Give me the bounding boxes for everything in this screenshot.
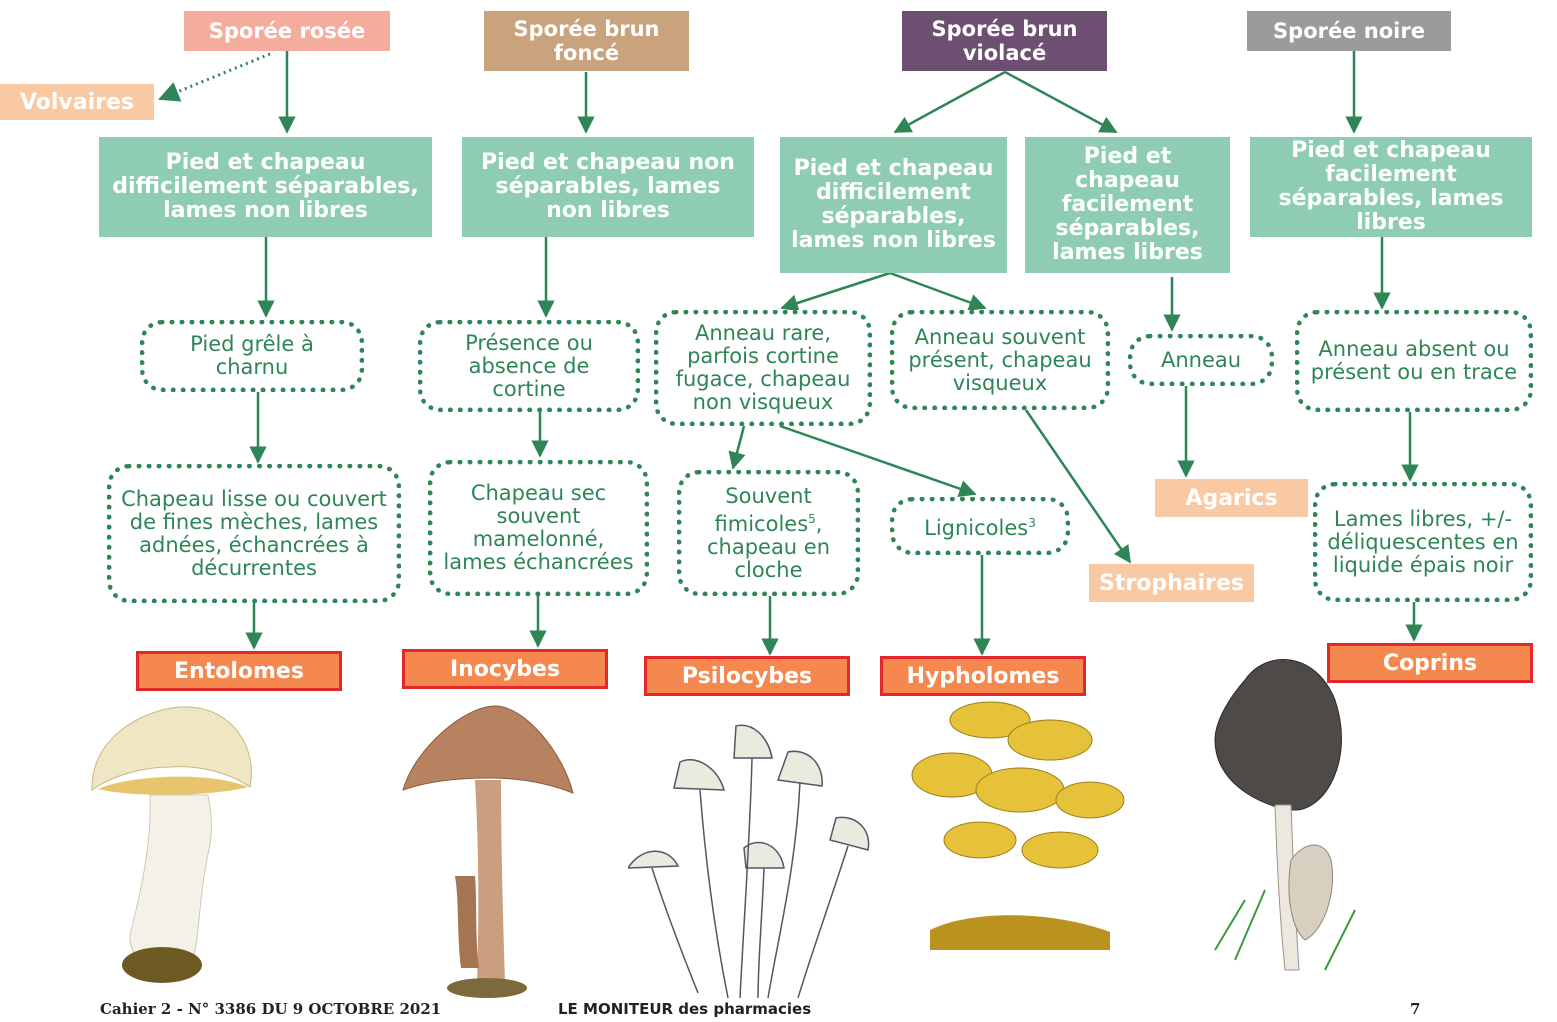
genus-volvaires: Volvaires [0, 84, 154, 120]
feature-box-3: Anneau rare, parfois cortine fugace, cha… [654, 310, 872, 426]
criterion-box-1-text: Pied et chapeau difficilement séparables… [112, 150, 419, 223]
genus-hypholomes-label: Hypholomes [906, 663, 1060, 689]
psilocybe-illustration [628, 724, 870, 999]
genus-agarics-label: Agarics [1185, 485, 1278, 511]
entolome-illustration [91, 706, 252, 983]
feature-box-2-text: Présence ou absence de cortine [465, 330, 593, 401]
criterion-box-2: Pied et chapeau non séparables, lames no… [462, 137, 754, 237]
criterion-box-2-text: Pied et chapeau non séparables, lames no… [481, 150, 735, 223]
genus-agarics: Agarics [1155, 479, 1308, 517]
genus-psilocybes-label: Psilocybes [681, 663, 813, 689]
genus-coprins: Coprins [1327, 643, 1533, 683]
feature-box-5-text: Anneau [1160, 347, 1242, 372]
detail-box-3: Souvent fimicoles5, chapeau en cloche [677, 470, 860, 596]
feature-box-6: Anneau absent ou présent ou en trace [1295, 310, 1533, 412]
genus-strophaires-label: Strophaires [1099, 570, 1244, 596]
feature-box-2: Présence ou absence de cortine [418, 320, 640, 412]
feature-box-4: Anneau souvent présent, chapeau visqueux [890, 310, 1110, 410]
feature-box-6-text: Anneau absent ou présent ou en trace [1310, 337, 1518, 384]
criterion-box-3-text: Pied et chapeau difficilement séparables… [791, 156, 996, 253]
inocybe-illustration [402, 705, 574, 998]
spore-header-noire-label: Sporée noire [1273, 19, 1425, 43]
coprin-illustration [1214, 659, 1356, 971]
detail-box-1-text: Chapeau lisse ou couvert de fines mèches… [121, 486, 387, 580]
spore-header-brun-fonce: Sporée brun foncé [484, 11, 689, 71]
spore-header-brun-violace: Sporée brun violacé [902, 11, 1107, 71]
genus-coprins-label: Coprins [1382, 650, 1478, 676]
spore-header-brun-fonce-label: Sporée brun foncé [513, 17, 660, 65]
genus-inocybes: Inocybes [402, 649, 608, 689]
genus-entolomes-label: Entolomes [174, 658, 304, 684]
detail-box-2: Chapeau sec souvent mamelonné, lames éch… [428, 460, 649, 596]
detail-box-4-text: Lignicoles3 [924, 516, 1036, 540]
hypholome-illustration [911, 701, 1125, 950]
spore-header-noire: Sporée noire [1247, 11, 1451, 51]
detail-box-1: Chapeau lisse ou couvert de fines mèches… [107, 464, 401, 603]
footer-issue: Cahier 2 - N° 3386 DU 9 OCTOBRE 2021 [100, 1000, 442, 1018]
detail-box-5-text: Lames libres, +/- déliquescentes en liqu… [1327, 506, 1519, 577]
genus-hypholomes: Hypholomes [880, 656, 1086, 696]
criterion-box-3: Pied et chapeau difficilement séparables… [780, 137, 1007, 273]
genus-psilocybes: Psilocybes [644, 656, 850, 696]
spore-header-rosee-label: Sporée rosée [208, 19, 366, 43]
genus-strophaires: Strophaires [1089, 564, 1254, 602]
detail-box-2-text: Chapeau sec souvent mamelonné, lames éch… [443, 481, 634, 574]
genus-inocybes-label: Inocybes [449, 656, 561, 682]
criterion-box-5: Pied et chapeau facilement séparables, l… [1250, 137, 1532, 237]
detail-box-4: Lignicoles3 [890, 497, 1070, 555]
criterion-box-4: Pied et chapeau facilement séparables, l… [1025, 137, 1230, 273]
feature-box-1: Pied grêle à charnu [140, 320, 364, 392]
spore-header-rosee: Sporée rosée [184, 11, 390, 51]
feature-box-5: Anneau [1128, 334, 1274, 386]
feature-box-4-text: Anneau souvent présent, chapeau visqueux [908, 324, 1092, 395]
footer-magazine: LE MONITEUR des pharmacies [558, 1000, 812, 1018]
detail-box-5: Lames libres, +/- déliquescentes en liqu… [1313, 482, 1533, 602]
feature-box-3-text: Anneau rare, parfois cortine fugace, cha… [675, 321, 851, 414]
detail-box-3-text: Souvent fimicoles5, chapeau en cloche [706, 483, 831, 582]
footer-page-number: 7 [1410, 1000, 1421, 1018]
genus-entolomes: Entolomes [136, 651, 342, 691]
feature-box-1-text: Pied grêle à charnu [190, 332, 314, 379]
spore-header-brun-violace-label: Sporée brun violacé [931, 17, 1078, 65]
criterion-box-1: Pied et chapeau difficilement séparables… [99, 137, 432, 237]
genus-volvaires-label: Volvaires [19, 89, 135, 115]
criterion-box-5-text: Pied et chapeau facilement séparables, l… [1278, 138, 1504, 235]
criterion-box-4-text: Pied et chapeau facilement séparables, l… [1052, 144, 1203, 265]
